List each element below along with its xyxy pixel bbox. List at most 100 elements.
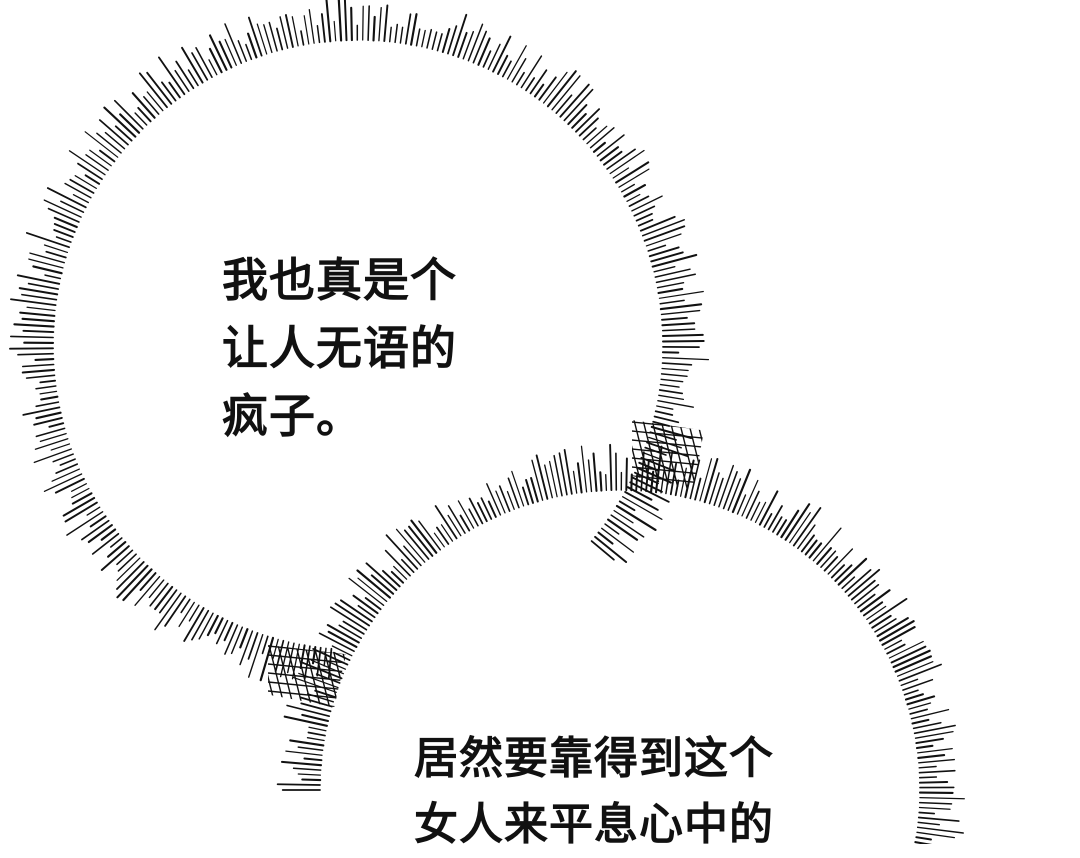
speed-line — [654, 267, 675, 272]
speed-line — [564, 90, 592, 121]
speed-line — [249, 635, 263, 677]
speed-line — [918, 822, 939, 824]
speed-line — [368, 6, 369, 40]
speed-line — [442, 525, 453, 541]
speed-line — [656, 411, 673, 415]
speed-line — [470, 499, 483, 524]
speed-line — [217, 621, 228, 644]
speed-line — [662, 311, 700, 315]
speed-line — [849, 570, 880, 596]
speed-line — [210, 49, 222, 72]
speed-line — [65, 184, 91, 198]
speed-line — [105, 133, 124, 149]
speed-line — [345, 0, 347, 40]
speed-line — [483, 51, 490, 67]
speed-line — [920, 777, 937, 778]
speed-line — [49, 209, 79, 222]
speed-line — [339, 0, 341, 41]
speed-line — [481, 498, 491, 519]
speed-line — [920, 803, 952, 804]
speed-line — [919, 813, 934, 814]
speed-line — [660, 300, 684, 303]
speed-line — [700, 459, 712, 501]
speed-line — [286, 751, 322, 755]
speed-line — [870, 599, 907, 624]
speed-line — [304, 16, 309, 44]
speed-line — [20, 288, 58, 294]
speed-line — [587, 126, 607, 143]
speed-line — [339, 625, 361, 638]
speed-line — [322, 14, 325, 42]
speed-line — [240, 629, 247, 647]
speed-line — [286, 15, 293, 47]
speed-line — [36, 359, 54, 360]
thought-bubble-1-text: 我也真是个 让人无语的 疯子。 — [222, 246, 457, 450]
speed-line — [60, 459, 75, 465]
speed-line — [919, 818, 959, 822]
speed-line — [304, 759, 321, 761]
speed-line — [657, 406, 673, 409]
speed-line — [839, 559, 866, 585]
speed-line — [478, 38, 489, 64]
speed-line — [914, 723, 941, 729]
hatch-line — [206, 645, 222, 707]
speed-line — [512, 471, 524, 506]
speed-line — [351, 8, 352, 40]
speed-line — [663, 341, 704, 342]
bubble-1-line-3: 疯子。 — [222, 382, 457, 450]
hatch-line — [268, 700, 346, 708]
speed-line — [46, 252, 66, 258]
speed-line — [36, 413, 60, 419]
speed-line — [872, 616, 890, 628]
speed-line — [600, 472, 601, 490]
speed-line — [589, 460, 592, 491]
hatch-line — [233, 645, 249, 707]
speed-line — [155, 593, 181, 629]
hatch-line — [268, 673, 346, 681]
hatch-line — [386, 645, 402, 707]
speed-line — [367, 563, 397, 590]
speed-line — [162, 82, 176, 100]
speed-line — [141, 573, 156, 590]
speed-line — [901, 679, 917, 685]
speed-line — [905, 690, 919, 695]
hatch-line — [632, 395, 704, 402]
speed-line — [23, 370, 54, 373]
speed-line — [394, 566, 407, 579]
speed-line — [308, 738, 325, 741]
speed-line — [662, 323, 694, 325]
speed-line — [298, 774, 320, 775]
speed-line — [23, 331, 53, 332]
speed-line — [175, 71, 189, 92]
speed-line — [282, 762, 321, 765]
speed-line — [298, 747, 322, 750]
speed-line — [648, 245, 665, 251]
speed-line — [610, 445, 611, 490]
speed-line — [27, 233, 69, 247]
speed-line — [920, 771, 955, 773]
speed-line — [825, 557, 838, 571]
hatch-line — [632, 386, 704, 393]
bubble-1-line-1: 我也真是个 — [222, 246, 457, 314]
speed-line — [488, 44, 500, 69]
speed-line — [582, 446, 587, 492]
speed-line — [920, 798, 964, 799]
speed-line — [75, 176, 96, 189]
speed-line — [858, 595, 875, 608]
speed-line — [659, 395, 684, 399]
speed-line — [61, 201, 84, 212]
speed-line — [118, 554, 136, 571]
speed-line — [660, 385, 679, 388]
speed-line — [500, 486, 510, 511]
speed-line — [918, 827, 964, 833]
hatch-line — [632, 359, 704, 366]
speed-line — [548, 71, 576, 106]
speed-line — [663, 363, 692, 365]
hatch-line — [268, 727, 346, 735]
speed-line — [917, 832, 954, 837]
speed-line — [578, 463, 582, 492]
speed-line — [277, 29, 282, 50]
speed-line — [34, 449, 71, 462]
speed-line — [384, 6, 387, 42]
hatch-line — [268, 619, 346, 627]
